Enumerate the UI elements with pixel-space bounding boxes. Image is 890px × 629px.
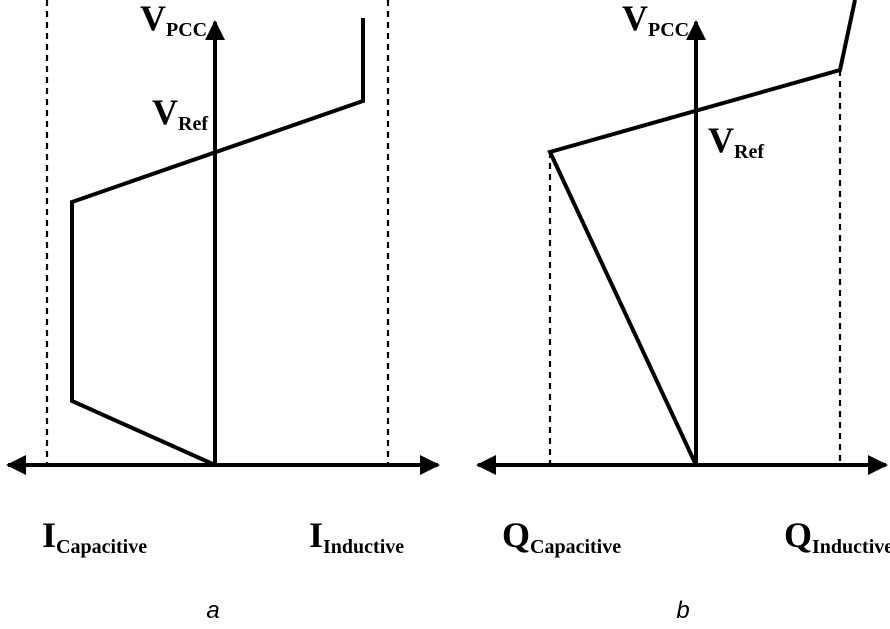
q-capacitive-label: QCapacitive — [502, 515, 621, 558]
vq-characteristic-curve-b — [547, 0, 857, 466]
panel-a-caption: a — [206, 597, 219, 624]
panel-a: VPCC VRef ICapacitive IInductive a — [6, 0, 440, 624]
i-capacitive-label: ICapacitive — [42, 515, 147, 558]
v-pcc-label-a: VPCC — [140, 0, 207, 41]
v-ref-label-b: VRef — [708, 120, 764, 163]
v-ref-label-a: VRef — [152, 92, 208, 135]
i-inductive-label: IInductive — [309, 515, 404, 558]
q-inductive-label: QInductive — [784, 515, 890, 558]
panel-b: VPCC VRef QCapacitive QInductive b — [476, 0, 890, 624]
panel-b-caption: b — [676, 597, 689, 624]
v-pcc-label-b: VPCC — [622, 0, 689, 41]
vi-characteristic-curve-a — [70, 18, 365, 467]
